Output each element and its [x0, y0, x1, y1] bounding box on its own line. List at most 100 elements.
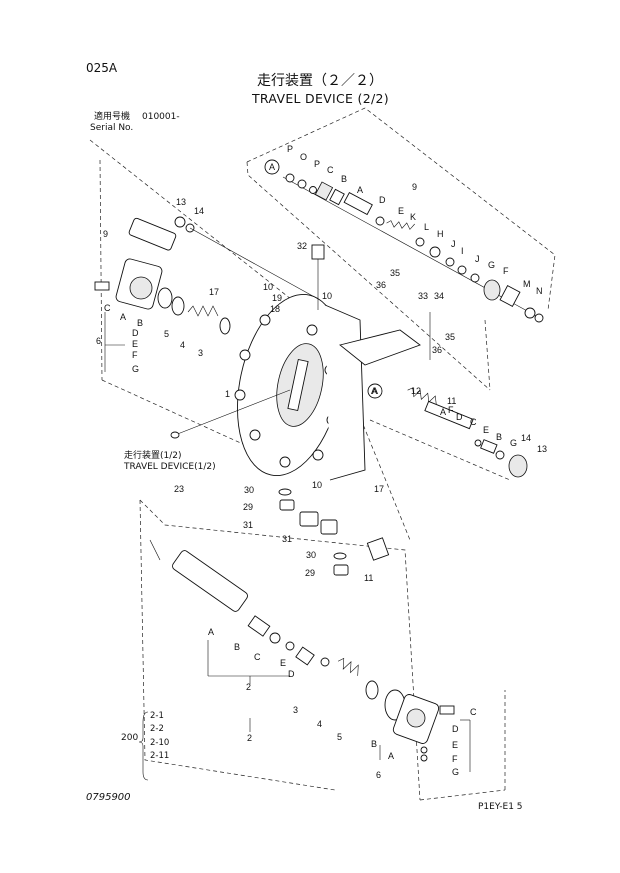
kit-item-2: 2-2: [150, 724, 164, 734]
callout-main-16: G: [132, 364, 139, 374]
callout-lower-11: 6: [376, 770, 381, 780]
callout-top-15: F: [503, 266, 509, 276]
left-cover-assembly: [94, 216, 321, 335]
callout-top-7: E: [398, 206, 404, 216]
callout-top-4: B: [341, 174, 347, 184]
callout-top-3: C: [327, 165, 334, 175]
motor-housing: [234, 244, 421, 481]
callout-main-1: 14: [194, 206, 204, 216]
callout-main-37: 14: [521, 433, 531, 443]
plugs-and-bolts: [170, 389, 390, 576]
kit-bracket: [138, 711, 149, 781]
callout-main-7: 34: [434, 291, 444, 301]
callout-top-0: P: [287, 144, 293, 154]
callout-top-9: L: [424, 222, 429, 232]
callout-main-26: 1: [225, 389, 230, 399]
kit-item-1: 2-1: [150, 711, 164, 721]
callout-top-17: N: [536, 286, 543, 296]
top-valve-assembly: A: [264, 159, 544, 323]
serial-label-ja: 適用号機: [94, 112, 131, 122]
callout-top-8: K: [410, 212, 416, 222]
callout-main-39: 10: [312, 480, 322, 490]
serial-label-en: Serial No.: [90, 123, 134, 133]
leader-lines: [104, 312, 471, 772]
callout-main-15: F: [132, 350, 138, 360]
callout-top-1: O: [300, 152, 307, 162]
callout-lower-9: B: [371, 739, 377, 749]
callout-top-11: J: [451, 239, 456, 249]
callout-main-13: D: [132, 328, 139, 338]
callout-top-16: M: [523, 279, 531, 289]
callout-circle-a: A: [269, 162, 275, 172]
callout-lower-7: 4: [317, 719, 322, 729]
callout-main-34: E: [483, 425, 489, 435]
callout-main-24: 18: [270, 304, 280, 314]
callout-lower-4: D: [288, 669, 295, 679]
page-code: 025A: [86, 61, 118, 75]
callout-main-2: 9: [103, 229, 108, 239]
callout-main-41: 23: [174, 484, 184, 494]
callout-circle-a2: A: [372, 386, 378, 396]
callout-lower-16: G: [452, 767, 459, 777]
callout-lower-2: C: [254, 652, 261, 662]
callout-main-42: 30: [244, 485, 254, 495]
callout-main-36: G: [510, 438, 517, 448]
callout-top-10: H: [437, 229, 444, 239]
title-english: TRAVEL DEVICE (2/2): [252, 91, 389, 106]
callout-main-27: A: [371, 386, 377, 396]
callout-lower-14: E: [452, 740, 458, 750]
callout-top-2: P: [314, 159, 320, 169]
callout-main-22: 10: [263, 282, 273, 292]
callout-lower-1: B: [234, 642, 240, 652]
callout-main-19: 4: [180, 340, 185, 350]
callout-main-0: 13: [176, 197, 186, 207]
callout-main-25: 10: [322, 291, 332, 301]
dashed-boundaries: [89, 107, 556, 801]
callout-main-35: B: [496, 432, 502, 442]
callout-main-4: 35: [390, 268, 400, 278]
callout-main-11: A: [120, 312, 126, 322]
callout-main-32: D: [456, 412, 463, 422]
callout-lower-6: 3: [293, 705, 298, 715]
reference-en: TRAVEL DEVICE(1/2): [124, 462, 216, 472]
callout-top-5: A: [357, 185, 363, 195]
callout-top-6: D: [379, 195, 386, 205]
callout-main-21: 17: [209, 287, 219, 297]
callout-main-5: 36: [376, 280, 386, 290]
callout-lower-0: A: [208, 627, 214, 637]
callout-main-20: 3: [198, 348, 203, 358]
callout-lower-13: D: [452, 724, 459, 734]
callout-main-29: 11: [447, 396, 456, 406]
callout-main-33: C: [470, 417, 477, 427]
callout-main-48: 11: [364, 573, 373, 583]
kit-item-3: 2-10: [150, 738, 170, 748]
callout-main-10: C: [104, 303, 111, 313]
callout-main-38: 13: [537, 444, 547, 454]
serial-value: 010001-: [142, 112, 180, 122]
callout-main-9: 36: [432, 345, 442, 355]
callout-main-3: 32: [297, 241, 307, 251]
callout-top-18: 9: [412, 182, 417, 192]
kit-item-4: 2-11: [150, 751, 170, 761]
drawing-number: 0795900: [86, 792, 131, 803]
callout-main-14: E: [132, 339, 138, 349]
callout-main-30: A: [440, 407, 446, 417]
kit-parent: 200: [121, 733, 139, 743]
callout-main-12: B: [137, 318, 143, 328]
callout-main-43: 29: [243, 502, 253, 512]
callout-lower-17: 2: [247, 733, 252, 743]
callout-main-40: 17: [374, 484, 384, 494]
sheet-code: P1EY-E1 5: [478, 802, 523, 812]
callout-main-17: 6: [96, 336, 101, 346]
callout-main-18: 5: [164, 329, 169, 339]
callout-lower-15: F: [452, 754, 458, 764]
lower-spool-assembly: [149, 539, 455, 762]
callout-main-44: 31: [243, 520, 253, 530]
callout-top-12: I: [461, 246, 464, 256]
callout-main-8: 35: [445, 332, 455, 342]
callout-lower-12: C: [470, 707, 477, 717]
